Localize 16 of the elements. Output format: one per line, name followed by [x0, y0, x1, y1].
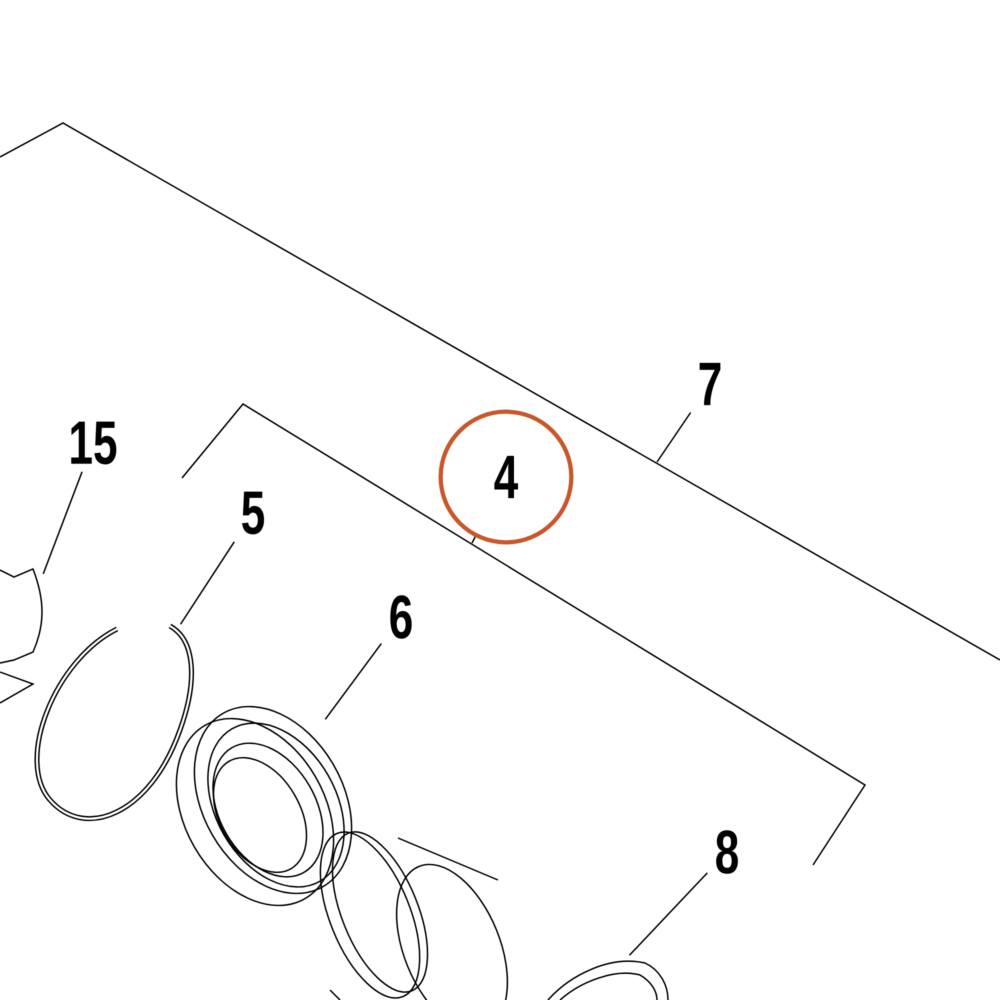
leader-line: [656, 412, 692, 462]
callout-number: 15: [71, 422, 116, 464]
seal-drawing: [176, 706, 352, 906]
callout-number: 5: [242, 492, 264, 534]
leader-line: [471, 536, 476, 544]
housing-drawing: [0, 568, 43, 704]
callout-number: 7: [700, 362, 720, 406]
ring-drawing: [547, 960, 669, 1000]
leader-line: [180, 541, 235, 625]
leader-line: [628, 872, 708, 956]
callout-number: 8: [716, 830, 738, 874]
leader-line: [42, 472, 83, 574]
callout-number: 6: [390, 595, 412, 639]
circled-callout-number: 4: [438, 410, 574, 544]
leader-line: [324, 643, 382, 720]
snap-ring-drawing: [34, 624, 194, 821]
